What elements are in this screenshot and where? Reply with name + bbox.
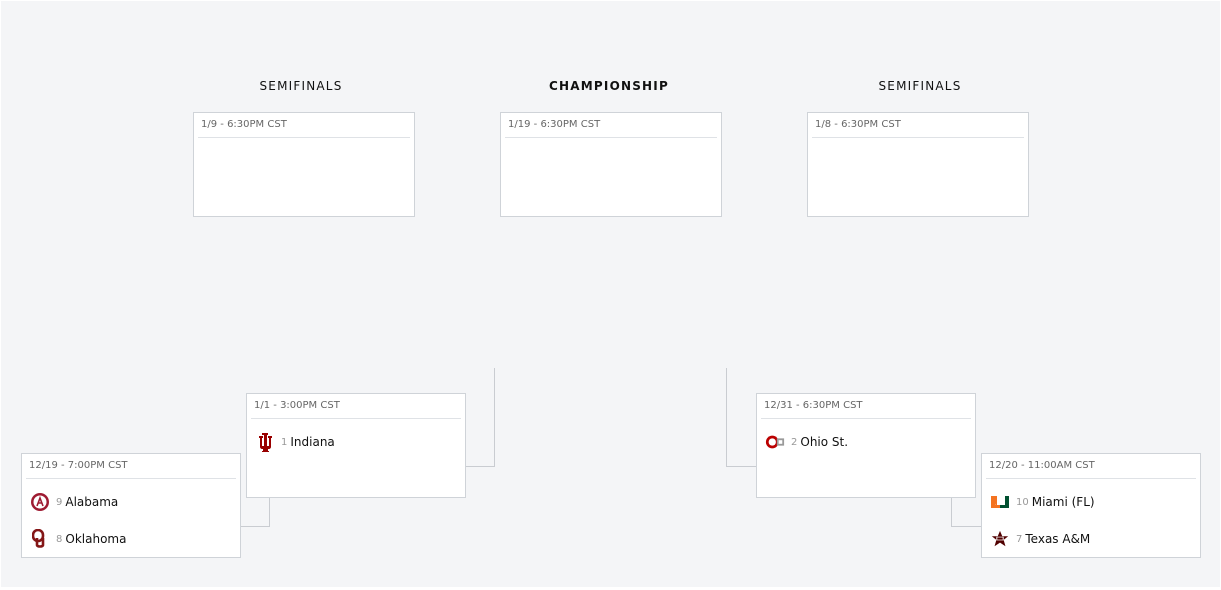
bracket-connector (494, 368, 495, 467)
bracket-connector (951, 498, 952, 527)
team-name: Oklahoma (65, 532, 127, 546)
game-date: 1/1 (254, 400, 271, 411)
game-header: 12/31 - 6:30PM CST (761, 394, 971, 419)
game-card-first-round-left[interactable]: 12/19 - 7:00PM CST 9 Alabama 8 (21, 453, 241, 558)
team-row-miami[interactable]: 10 Miami (FL) (982, 491, 1095, 513)
game-date: 12/19 (29, 460, 58, 471)
team-name: Alabama (65, 495, 119, 509)
round-label-championship: CHAMPIONSHIP (549, 79, 669, 93)
game-header: 12/19 - 7:00PM CST (26, 454, 236, 479)
team-seed: 7 (1016, 533, 1023, 545)
game-card-first-round-right[interactable]: 12/20 - 11:00AM CST 10 Miami (FL) (981, 453, 1201, 558)
team-seed: 9 (56, 496, 63, 508)
game-card-quarterfinal-left[interactable]: 1/1 - 3:00PM CST 1 Indiana (246, 393, 466, 498)
game-header: 1/1 - 3:00PM CST (251, 394, 461, 419)
bracket-connector (726, 368, 727, 467)
game-card-semifinal-right[interactable]: 1/8 - 6:30PM CST (807, 112, 1029, 217)
ohio-state-icon (765, 432, 785, 452)
team-row-oklahoma[interactable]: 8 Oklahoma (22, 528, 126, 550)
team-row-alabama[interactable]: 9 Alabama (22, 491, 118, 513)
bracket-connector (466, 466, 495, 467)
game-header: 12/20 - 11:00AM CST (986, 454, 1196, 479)
team-name: Ohio St. (800, 435, 849, 449)
bracket-connector (951, 526, 981, 527)
game-time: - 6:30PM CST (533, 119, 601, 130)
game-date: 1/9 (201, 119, 218, 130)
game-date: 12/31 (764, 400, 793, 411)
game-card-championship[interactable]: 1/19 - 6:30PM CST (500, 112, 722, 217)
team-name: Texas A&M (1025, 532, 1091, 546)
team-name: Indiana (290, 435, 335, 449)
game-header: 1/9 - 6:30PM CST (198, 113, 410, 138)
team-row-indiana[interactable]: 1 Indiana (247, 431, 335, 453)
game-header: 1/8 - 6:30PM CST (812, 113, 1024, 138)
team-row-texas-am[interactable]: 7 Texas A&M (982, 528, 1090, 550)
team-seed: 8 (56, 533, 63, 545)
game-date: 1/8 (815, 119, 832, 130)
team-name: Miami (FL) (1031, 495, 1095, 509)
game-time: - 6:30PM CST (834, 119, 901, 130)
game-time: - 7:00PM CST (61, 460, 128, 471)
bracket-connector (726, 466, 756, 467)
bracket-connector (269, 498, 270, 527)
game-header: 1/19 - 6:30PM CST (505, 113, 717, 138)
bracket-connector (241, 526, 270, 527)
texas-am-icon (990, 529, 1010, 549)
miami-icon (990, 492, 1010, 512)
game-time: - 3:00PM CST (273, 400, 340, 411)
game-date: 12/20 (989, 460, 1018, 471)
round-label-semifinals-left: SEMIFINALS (259, 79, 343, 93)
round-label-semifinals-right: SEMIFINALS (878, 79, 962, 93)
game-time: - 6:30PM CST (220, 119, 287, 130)
team-row-ohio-state[interactable]: 2 Ohio St. (757, 431, 848, 453)
game-time: - 11:00AM CST (1021, 460, 1095, 471)
game-card-quarterfinal-right[interactable]: 12/31 - 6:30PM CST 2 Ohio St. (756, 393, 976, 498)
indiana-icon (255, 432, 275, 452)
team-seed: 2 (791, 436, 798, 448)
game-time: - 6:30PM CST (796, 400, 863, 411)
team-seed: 1 (281, 436, 288, 448)
game-date: 1/19 (508, 119, 531, 130)
alabama-icon (30, 492, 50, 512)
oklahoma-icon (30, 529, 50, 549)
team-seed: 10 (1016, 496, 1029, 508)
game-card-semifinal-left[interactable]: 1/9 - 6:30PM CST (193, 112, 415, 217)
